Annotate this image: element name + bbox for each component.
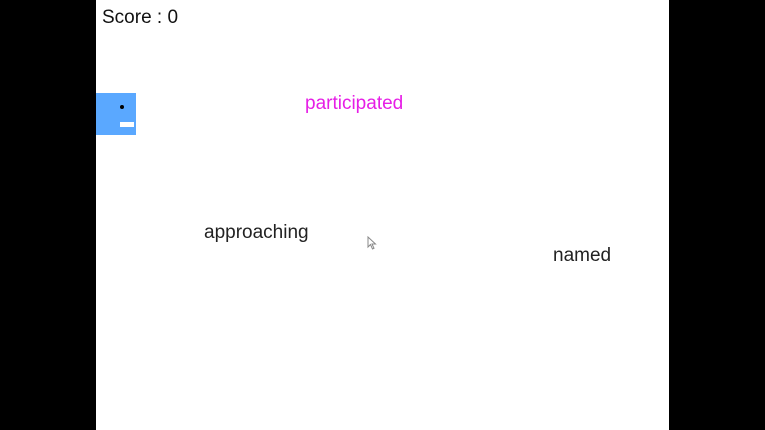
falling-word: participated — [305, 93, 404, 114]
player-eye — [120, 105, 124, 109]
player-mouth — [120, 122, 134, 127]
falling-word: named — [553, 245, 612, 266]
falling-word: approaching — [204, 222, 309, 243]
player-character-icon — [96, 93, 136, 135]
score-display: Score : 0 — [102, 7, 179, 28]
game-canvas[interactable]: Score : 0 participated approaching named — [96, 0, 669, 430]
mouse-pointer-icon — [367, 236, 377, 250]
